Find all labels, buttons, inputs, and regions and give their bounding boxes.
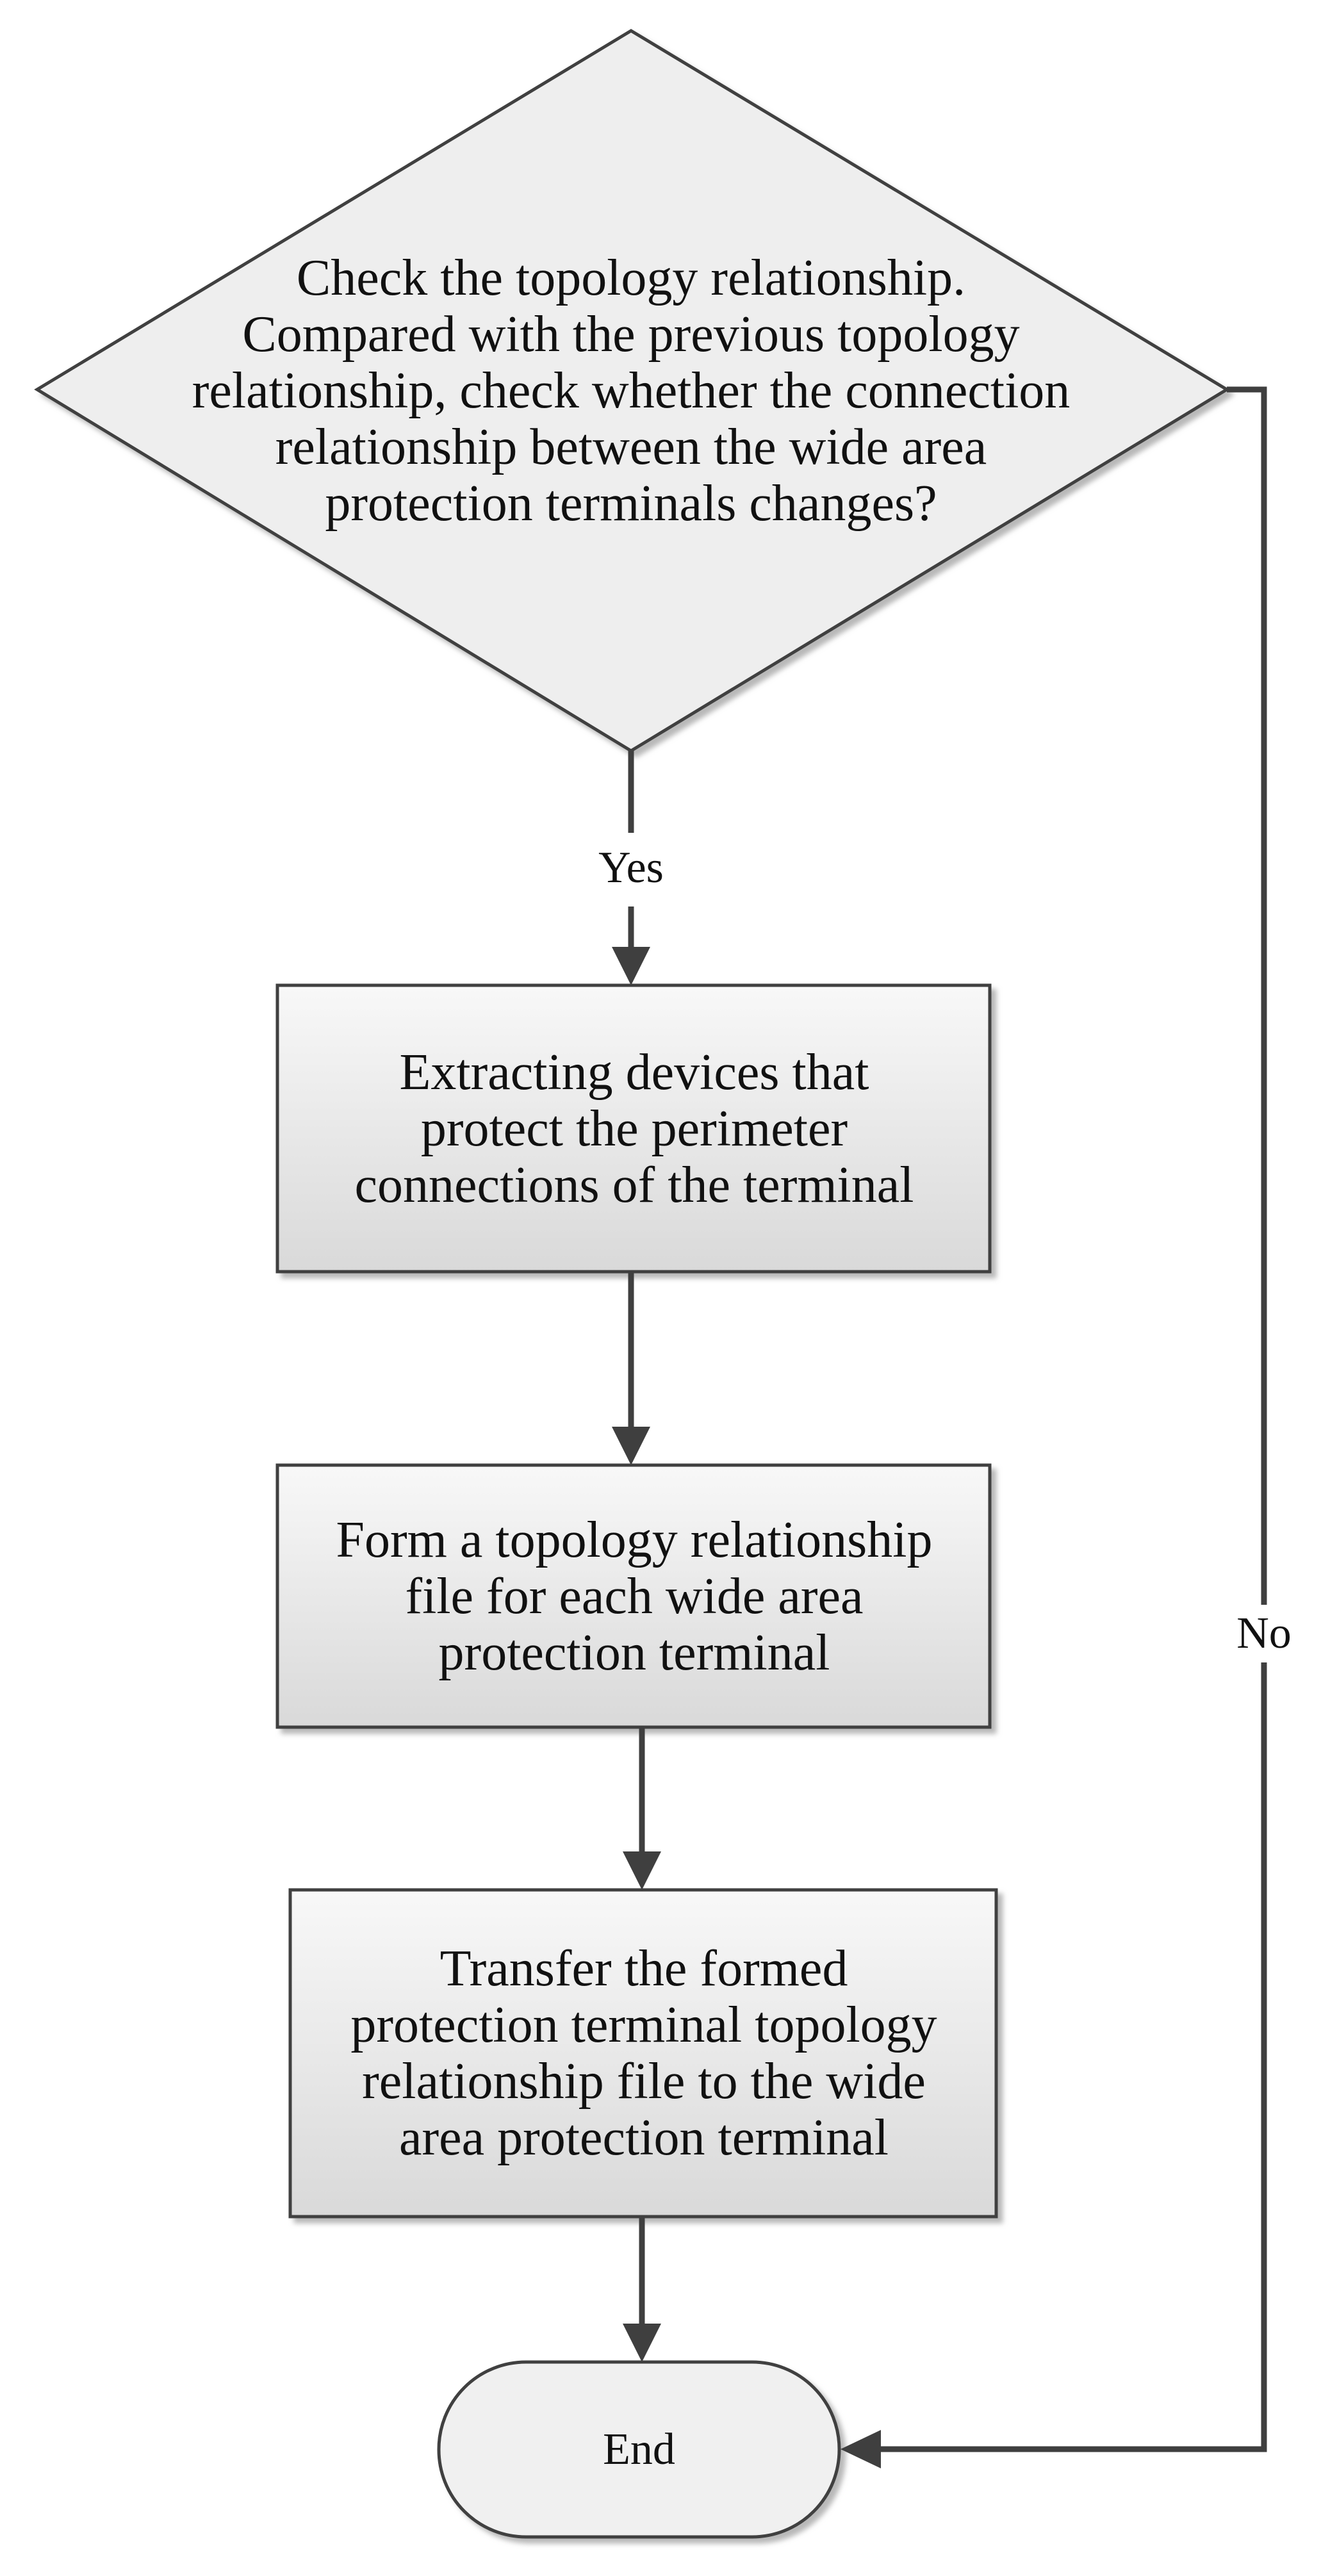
end-text: End bbox=[442, 2365, 836, 2534]
extract-box bbox=[275, 983, 992, 1274]
decision-line-2: Compared with the previous topology bbox=[242, 306, 1020, 363]
extract-line-2: protect the perimeter bbox=[420, 1100, 848, 1157]
form-line-1: Form a topology relationship bbox=[336, 1511, 933, 1568]
arrowhead-transfer bbox=[623, 1851, 661, 1890]
arrowhead-no bbox=[841, 2430, 881, 2468]
form-line-2: file for each wide area bbox=[405, 1568, 864, 1625]
transfer-line-4: area protection terminal bbox=[398, 2110, 889, 2166]
decision-text: Check the topology relationship. Compare… bbox=[147, 218, 1115, 564]
decision-line-4: relationship between the wide area bbox=[275, 419, 987, 475]
yes-label: Yes bbox=[598, 843, 664, 892]
transfer-box bbox=[288, 1888, 998, 2219]
decision-line-3: relationship, check whether the connecti… bbox=[192, 363, 1071, 419]
extract-line-3: connections of the terminal bbox=[354, 1156, 914, 1213]
decision-line-1: Check the topology relationship. bbox=[296, 250, 966, 306]
form-text: Form a topology relationship file for ea… bbox=[282, 1470, 987, 1723]
form-box bbox=[275, 1463, 992, 1729]
transfer-text: Transfer the formed protection terminal … bbox=[295, 1894, 993, 2212]
transfer-line-2: protection terminal topology bbox=[350, 1997, 937, 2053]
end-label: End bbox=[603, 2424, 675, 2474]
arrowhead-form bbox=[612, 1427, 650, 1465]
transfer-line-3: relationship file to the wide bbox=[362, 2053, 926, 2110]
extract-line-1: Extracting devices that bbox=[399, 1044, 869, 1101]
transfer-line-1: Transfer the formed bbox=[439, 1940, 848, 1997]
extract-text: Extracting devices that protect the peri… bbox=[282, 990, 987, 1267]
no-label: No bbox=[1229, 1605, 1299, 1662]
arrowhead-end bbox=[623, 2324, 661, 2362]
form-line-3: protection terminal bbox=[438, 1624, 830, 1681]
decision-line-5: protection terminals changes? bbox=[325, 475, 937, 532]
end-terminal bbox=[437, 2360, 841, 2539]
arrowhead-yes bbox=[612, 947, 650, 985]
edge-no bbox=[878, 386, 1267, 2452]
